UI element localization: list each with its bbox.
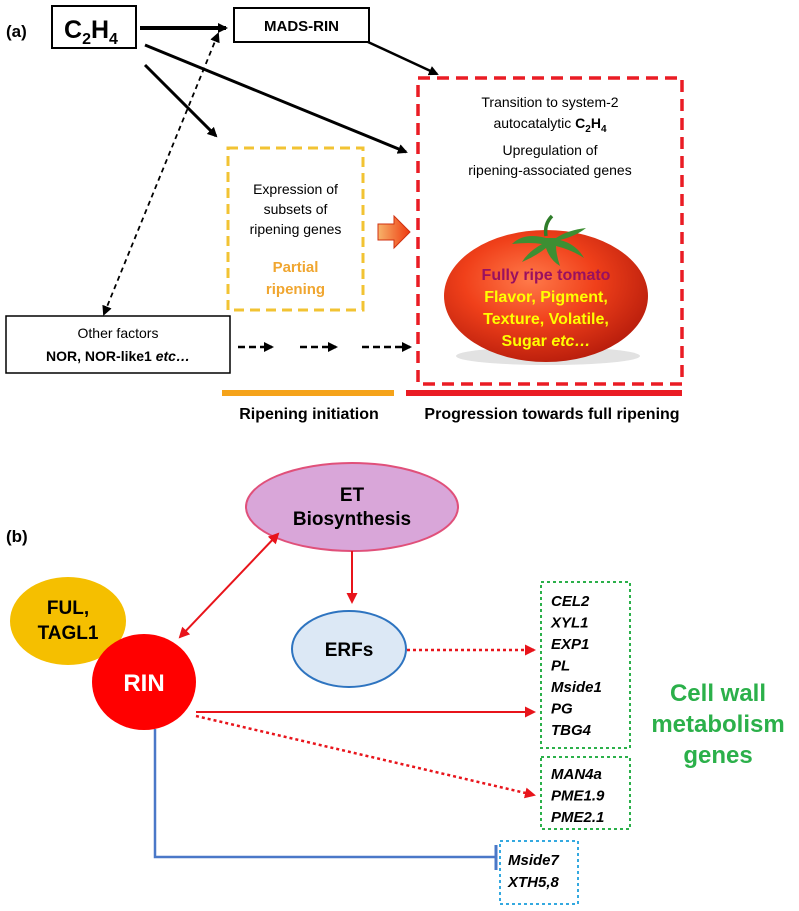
tomato-title: Fully ripe tomato: [482, 267, 611, 284]
arrow-rin-to-pme-genes: [195, 714, 536, 799]
panel-b-label: (b): [6, 527, 28, 546]
ful-tagl1-node: [10, 577, 126, 665]
erfs-node: [291, 610, 407, 688]
rin-label: RIN: [123, 670, 164, 697]
gene-label: Mside7: [508, 852, 560, 869]
ful-label-line1: FUL,: [47, 598, 89, 619]
cell-wall-label-line3: genes: [683, 742, 752, 769]
expression-line1: Expression of: [253, 181, 338, 197]
c2h4-box: [51, 5, 137, 49]
gene-group-1-box: [540, 581, 631, 749]
et-label-line2: Biosynthesis: [293, 509, 411, 530]
expression-line2: subsets of: [264, 201, 328, 217]
progression-bar: [406, 390, 682, 396]
mads-rin-box: [233, 7, 370, 43]
gene-label: MAN4a: [551, 766, 602, 783]
gene-label: PG: [551, 701, 573, 718]
system2-line1: Transition to system-2: [481, 94, 618, 110]
gene-label: PME1.9: [551, 788, 605, 805]
upregulation-line2: ripening-associated genes: [468, 162, 631, 178]
mads-rin-label: MADS-RIN: [264, 18, 339, 35]
gene-label: XYL1: [550, 615, 589, 632]
tomato-attributes-line2: Texture, Volatile,: [483, 311, 609, 328]
ripening-initiation-bar: [222, 390, 394, 396]
arrow-c2h4-to-orange-box: [143, 63, 218, 138]
arrow-c2h4-to-red-box: [144, 43, 408, 154]
other-factors-line2: NOR, NOR-like1 etc…: [46, 348, 190, 364]
partial-label-line2: ripening: [266, 281, 325, 298]
tomato-attributes-line3: Sugar etc…: [502, 333, 591, 350]
gene-label: Mside1: [551, 679, 602, 696]
other-factors-box: [5, 315, 231, 374]
tomato-image: [444, 230, 648, 362]
gene-label: XTH5,8: [507, 874, 560, 891]
erfs-label: ERFs: [325, 640, 374, 661]
partial-label-line1: Partial: [273, 259, 319, 276]
et-label-line1: ET: [340, 485, 365, 506]
gene-label: PL: [551, 658, 570, 675]
gene-label: PME2.1: [551, 809, 604, 826]
system2-line2: autocatalytic C2H4: [493, 115, 607, 135]
transition-block-arrow: [377, 214, 411, 250]
ripening-initiation-label: Ripening initiation: [239, 406, 379, 423]
rin-node: [92, 634, 196, 730]
other-factors-line1: Other factors: [78, 325, 159, 341]
arrow-mads-rin-to-red-box: [367, 40, 439, 76]
cell-wall-label-line2: metabolism: [651, 711, 784, 738]
partial-ripening-box: [226, 146, 365, 312]
cell-wall-label-line1: Cell wall: [670, 680, 766, 707]
ful-label-line2: TAGL1: [38, 623, 99, 644]
arrow-other-factors-to-mads-rin: [102, 32, 220, 316]
progression-label: Progression towards full ripening: [424, 406, 679, 423]
gene-group-3-box: [499, 840, 579, 905]
panel-a-label: (a): [6, 22, 27, 41]
gene-label: TBG4: [551, 722, 592, 739]
tomato-attributes-line1: Flavor, Pigment,: [484, 289, 608, 306]
repression-line: [153, 729, 496, 859]
upregulation-line1: Upregulation of: [503, 142, 598, 158]
tomato-stem: [512, 214, 586, 266]
arrow-rin-et-bidirectional: [178, 532, 280, 639]
gene-label: CEL2: [551, 593, 590, 610]
expression-line3: ripening genes: [250, 221, 342, 237]
gene-group-2-box: [540, 756, 631, 830]
et-biosynthesis-node: [245, 462, 459, 552]
gene-label: EXP1: [551, 636, 589, 653]
